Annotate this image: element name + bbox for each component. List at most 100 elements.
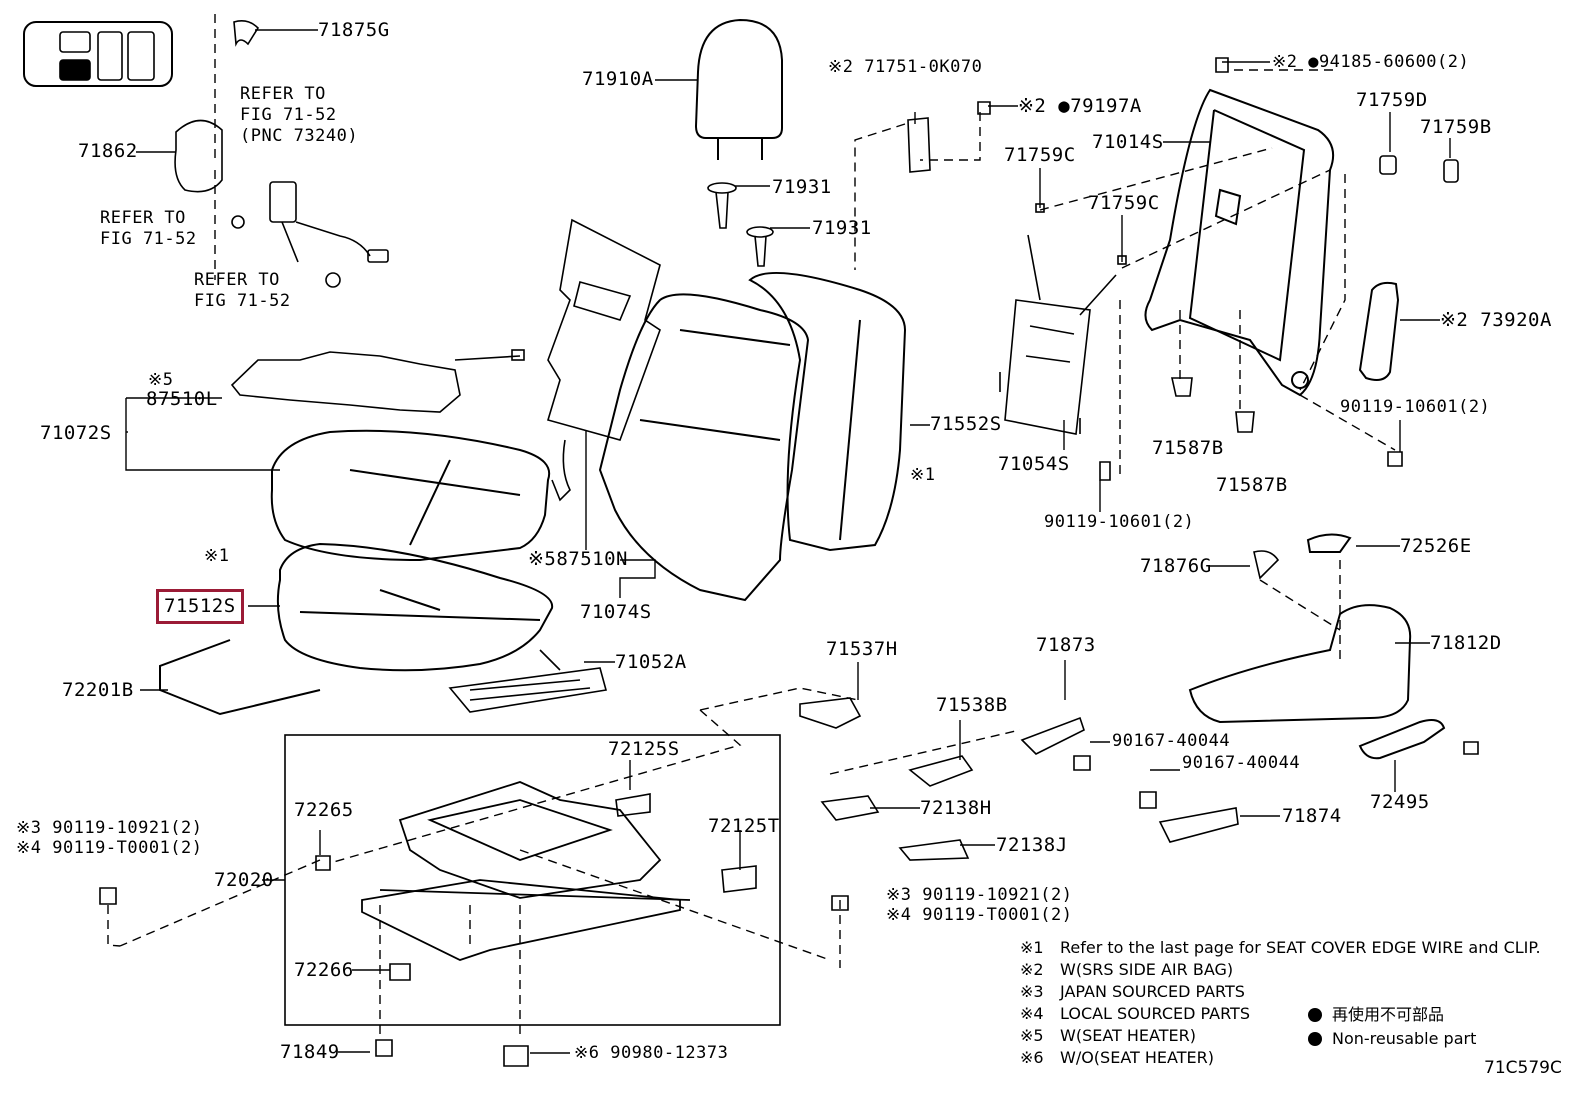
part-label-71537H: 71537H (826, 638, 898, 660)
part-label-71759C-b: 71759C (1088, 192, 1160, 214)
part-label-90119-T0001-right: ※4 90119-T0001(2) (886, 905, 1073, 925)
part-label-87510L-mark: ※5 (148, 370, 174, 390)
seatback-spring (999, 234, 1117, 435)
part-label-71862: 71862 (78, 140, 138, 162)
part-label-71587B-b: 71587B (1216, 474, 1288, 496)
part-label-71910A: 71910A (582, 68, 654, 90)
seatbelt-buckle (231, 181, 389, 288)
part-label-71812D: 71812D (1430, 632, 1502, 654)
part-label-71072S: 71072S (40, 422, 112, 444)
part-label-71538B: 71538B (936, 694, 1008, 716)
part-label-90167-b: 90167-40044 (1182, 753, 1301, 773)
legend-mark: ※5 (1020, 1026, 1044, 1045)
legend-row: ※4 LOCAL SOURCED PARTS (1020, 1003, 1541, 1025)
footnote-legend: ※1 Refer to the last page for SEAT COVER … (1020, 937, 1541, 1069)
nonreusable-en-row: Non-reusable part (1308, 1027, 1476, 1051)
legend-text: JAPAN SOURCED PARTS (1060, 982, 1245, 1001)
legend-text: W(SEAT HEATER) (1060, 1026, 1196, 1045)
part-label-90167-a: 90167-40044 (1112, 731, 1231, 751)
legend-mark: ※6 (1020, 1048, 1044, 1067)
part-label-72526E: 72526E (1400, 535, 1472, 557)
note-mark-1-b: ※1 (204, 546, 230, 566)
nonreusable-jp: 再使用不可部品 (1332, 1005, 1445, 1024)
brackets (315, 697, 1239, 981)
part-label-71014S: 71014S (1092, 131, 1164, 153)
seat-adjuster (361, 781, 691, 961)
cushion-heater-pad (230, 349, 525, 413)
seatback-heater-pad (546, 218, 661, 502)
part-label-73920A: ※2 73920A (1440, 309, 1552, 331)
hinge-covers (174, 20, 1280, 580)
part-label-90119-10921-right: ※3 90119-10921(2) (886, 885, 1073, 905)
part-label-71875G: 71875G (318, 19, 390, 41)
part-label-71876G: 71876G (1140, 555, 1212, 577)
part-label-72125T: 72125T (708, 815, 780, 837)
part-label-71874: 71874 (1282, 805, 1342, 827)
part-label-71849: 71849 (280, 1041, 340, 1063)
part-label-71759B: 71759B (1420, 116, 1492, 138)
legend-row: ※6 W/O(SEAT HEATER) (1020, 1047, 1541, 1069)
seat-spring (448, 649, 608, 713)
legend-text: W/O(SEAT HEATER) (1060, 1048, 1214, 1067)
seat-cushion-pad (276, 542, 554, 672)
part-label-90119-10601-a: 90119-10601(2) (1340, 397, 1491, 417)
bolts (99, 57, 1479, 1067)
legend-mark: ※1 (1020, 938, 1044, 957)
refer-to-seatbelt: REFER TO FIG 71-52 (PNC 73240) (240, 84, 359, 146)
part-label-71931-a: 71931 (772, 176, 832, 198)
bullet-icon (1308, 1008, 1322, 1022)
solid-leaders (125, 29, 1451, 1054)
part-label-71931-b: 71931 (812, 217, 872, 239)
refer-to-bolt-b: REFER TO FIG 71-52 (194, 270, 291, 311)
headrest (694, 18, 783, 160)
legend-mark: ※3 (1020, 982, 1044, 1001)
part-label-72201B: 72201B (62, 679, 134, 701)
part-label-72265: 72265 (294, 799, 354, 821)
legend-row: ※3 JAPAN SOURCED PARTS (1020, 981, 1541, 1003)
legend-row: ※1 Refer to the last page for SEAT COVER … (1020, 937, 1541, 959)
part-label-71054S: 71054S (998, 453, 1070, 475)
nonreusable-legend: 再使用不可部品 Non-reusable part (1308, 1003, 1476, 1051)
part-label-71873: 71873 (1036, 634, 1096, 656)
seatback-pad (748, 271, 907, 552)
nonreusable-en: Non-reusable part (1332, 1029, 1477, 1048)
part-label-94185: ※2 ●94185-60600(2) (1272, 52, 1470, 72)
side-airbag (1358, 281, 1400, 381)
part-label-90980: ※6 90980-12373 (574, 1043, 729, 1063)
adjuster-group-box (284, 734, 781, 1026)
seatback-cover (598, 293, 810, 602)
part-label-87510N: ※587510N (528, 548, 628, 570)
legend-text: Refer to the last page for SEAT COVER ED… (1060, 938, 1541, 957)
part-label-79197A: ※2 ●79197A (1018, 95, 1142, 117)
part-label-72125S: 72125S (608, 738, 680, 760)
legend-row: ※5 W(SEAT HEATER) (1020, 1025, 1541, 1047)
seat-cushion-cover (270, 429, 551, 562)
part-label-71074S: 71074S (580, 601, 652, 623)
bullet-icon (1308, 1032, 1322, 1046)
edge-wire (159, 639, 321, 716)
part-label-71587B-a: 71587B (1152, 437, 1224, 459)
part-label-71052A: 71052A (615, 651, 687, 673)
dashed-leaders (107, 14, 1396, 1040)
airbag-bracket (907, 117, 931, 173)
part-label-72020: 72020 (214, 869, 274, 891)
legend-mark: ※4 (1020, 1004, 1044, 1023)
part-label-71552S: 71552S (930, 413, 1002, 435)
legend-text: LOCAL SOURCED PARTS (1060, 1004, 1250, 1023)
legend-text: W(SRS SIDE AIR BAG) (1060, 960, 1234, 979)
part-label-72495: 72495 (1370, 791, 1430, 813)
part-label-71759C-a: 71759C (1004, 144, 1076, 166)
seat-position-indicator (23, 21, 173, 87)
clips (1035, 155, 1459, 433)
seatback-frame (1144, 88, 1334, 397)
nonreusable-jp-row: 再使用不可部品 (1308, 1003, 1476, 1027)
part-label-90119-10601-b: 90119-10601(2) (1044, 512, 1195, 532)
refer-to-bolt-a: REFER TO FIG 71-52 (100, 208, 197, 249)
part-label-90119-T0001-left: ※4 90119-T0001(2) (16, 838, 203, 858)
part-label-72138J: 72138J (996, 834, 1068, 856)
part-label-71751: ※2 71751-0K070 (828, 57, 983, 77)
part-label-71512S-highlighted[interactable]: 71512S (156, 589, 244, 624)
part-label-90119-10921-left: ※3 90119-10921(2) (16, 818, 203, 838)
